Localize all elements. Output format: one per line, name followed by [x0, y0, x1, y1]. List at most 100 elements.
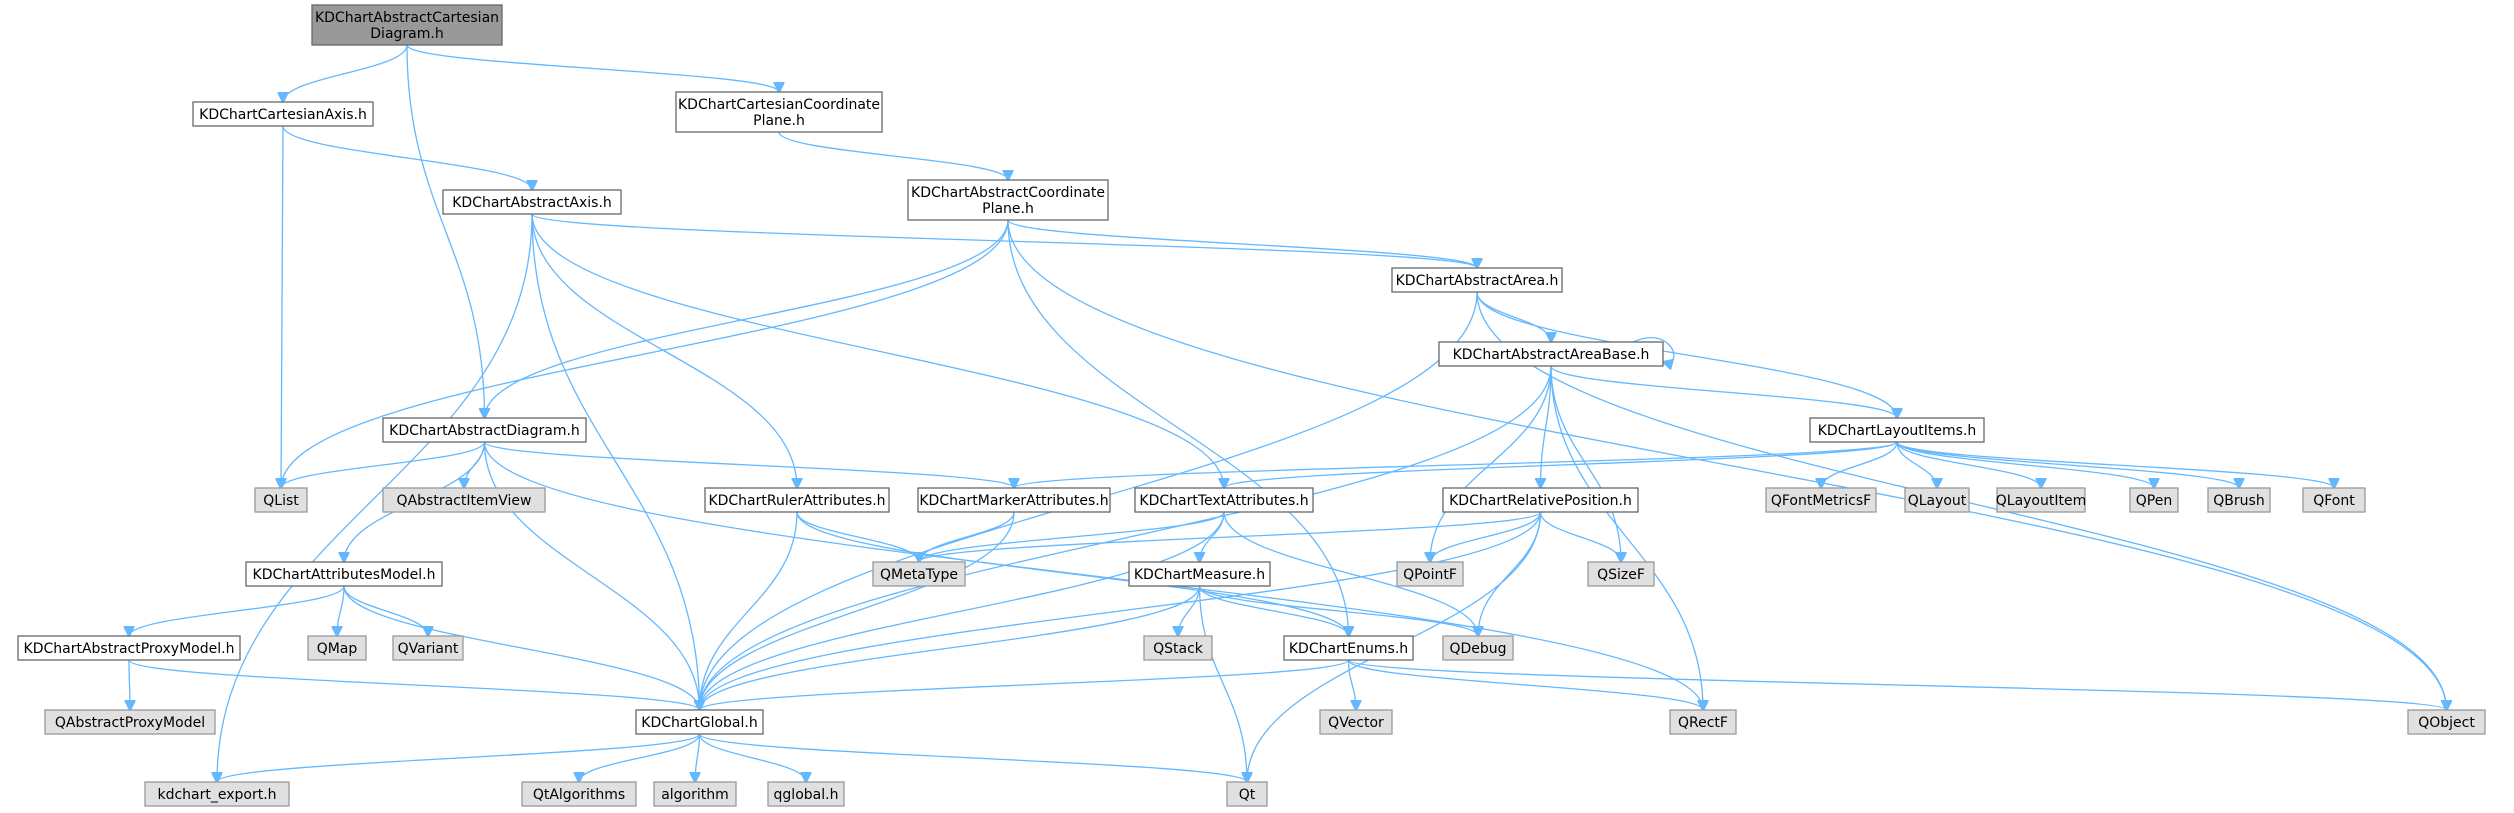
node-box — [1226, 781, 1268, 807]
node-kdcharttextattributes-h[interactable]: KDChartTextAttributes.h — [1134, 487, 1314, 513]
node-box — [907, 179, 1109, 221]
node-box — [442, 189, 622, 215]
node-algorithm: algorithm — [653, 781, 737, 807]
node-kdchartrelativeposition-h[interactable]: KDChartRelativePosition.h — [1442, 487, 1639, 513]
edge-kdchartglobal-h-to-qt — [698, 733, 1248, 782]
edge-kdchartabstractcoordinateplane-h-to-kdchartenums-h — [1007, 219, 1349, 636]
node-qlayoutitem: QLayoutItem — [1996, 487, 2086, 513]
node-label: KDChartTextAttributes.h — [1139, 493, 1308, 509]
node-kdchartlayoutitems-h[interactable]: KDChartLayoutItems.h — [1809, 417, 1985, 443]
node-kdchartenums-h[interactable]: KDChartEnums.h — [1283, 635, 1414, 661]
node-box — [311, 4, 503, 46]
node-kdchartabstractarea-h[interactable]: KDChartAbstractArea.h — [1391, 267, 1563, 293]
node-qobject: QObject — [2407, 709, 2486, 735]
node-box — [245, 561, 443, 587]
edge-kdchartabstractcartesiandiagram-h-to-kdchartcartesianaxis-h — [283, 44, 408, 102]
node-label: QStack — [1153, 641, 1204, 657]
node-box — [254, 487, 308, 513]
edge-kdchartabstractcoordinateplane-h-to-kdchartabstractarea-h — [1007, 219, 1477, 268]
node-kdchartglobal-h[interactable]: KDChartGlobal.h — [635, 709, 764, 735]
edge-kdchartabstractareabase-h-to-kdchartglobal-h — [700, 365, 1552, 710]
node-label: KDChartAbstractDiagram.h — [389, 423, 580, 439]
node-box — [1391, 267, 1563, 293]
node-label: QFontMetricsF — [1771, 493, 1871, 509]
node-label: KDChartMarkerAttributes.h — [919, 493, 1108, 509]
node-qt: Qt — [1226, 781, 1268, 807]
node-label: Plane.h — [982, 201, 1034, 217]
node-box — [917, 487, 1111, 513]
node-kdchartmeasure-h[interactable]: KDChartMeasure.h — [1128, 561, 1271, 587]
node-label: Qt — [1239, 787, 1256, 803]
edge-kdchartabstractcoordinateplane-h-to-kdchartabstractdiagram-h — [485, 219, 1009, 418]
node-qtalgorithms: QtAlgorithms — [521, 781, 637, 807]
node-label: QtAlgorithms — [533, 787, 625, 803]
node-box — [1143, 635, 1213, 661]
edge-kdchartabstractareabase-h-to-kdchartrelativeposition-h — [1541, 365, 1552, 488]
node-label: KDChartMeasure.h — [1134, 567, 1265, 583]
node-qpointf: QPointF — [1396, 561, 1464, 587]
node-box — [1442, 487, 1639, 513]
node-label: KDChartEnums.h — [1289, 641, 1408, 657]
node-kdchartabstractareabase-h[interactable]: KDChartAbstractAreaBase.h — [1438, 341, 1664, 367]
node-kdchartcartesianaxis-h[interactable]: KDChartCartesianAxis.h — [192, 101, 374, 127]
node-kdchartabstractproxymodel-h[interactable]: KDChartAbstractProxyModel.h — [17, 635, 241, 661]
node-label: Plane.h — [753, 113, 805, 129]
node-box — [1134, 487, 1314, 513]
edge-kdchartabstractcoordinateplane-h-to-qlist — [281, 219, 1009, 488]
node-qstack: QStack — [1143, 635, 1213, 661]
edge-kdchartabstractcoordinateplane-h-to-qobject — [1007, 219, 2447, 710]
graph-nodes: KDChartAbstractCartesianDiagram.hKDChart… — [17, 4, 2486, 807]
node-kdchartabstractdiagram-h[interactable]: KDChartAbstractDiagram.h — [382, 417, 587, 443]
node-box — [1283, 635, 1414, 661]
node-label: QList — [263, 493, 299, 509]
edge-kdchartrulerattributes-h-to-kdchartglobal-h — [700, 511, 798, 710]
node-box — [1809, 417, 1985, 443]
edge-kdchartlayoutitems-h-to-qbrush — [1896, 441, 2239, 488]
node-qabstractproxymodel: QAbstractProxyModel — [44, 709, 216, 735]
node-box — [1669, 709, 1737, 735]
node-kdchartrulerattributes-h[interactable]: KDChartRulerAttributes.h — [704, 487, 890, 513]
edge-kdchartlayoutitems-h-to-qlayoutitem — [1896, 441, 2041, 488]
node-label: KDChartAbstractCartesian — [315, 10, 499, 26]
edge-kdchartabstractcartesiandiagram-h-to-kdchartcartesiancoordinateplane-h — [406, 44, 779, 92]
node-label: KDChartAbstractCoordinate — [911, 185, 1105, 201]
node-qvariant: QVariant — [392, 635, 464, 661]
edge-kdchartcartesianaxis-h-to-kdchartabstractaxis-h — [282, 125, 532, 190]
edge-kdchartrelativeposition-h-to-qpointf — [1430, 511, 1542, 562]
node-label: QRectF — [1678, 715, 1728, 731]
edge-kdchartglobal-h-to-kdchart-export-h — [217, 733, 701, 782]
node-qfont: QFont — [2302, 487, 2366, 513]
edge-kdchartrelativeposition-h-to-kdchartglobal-h — [700, 511, 1542, 710]
node-kdchartabstractaxis-h[interactable]: KDChartAbstractAxis.h — [442, 189, 622, 215]
node-kdchartattributesmodel-h[interactable]: KDChartAttributesModel.h — [245, 561, 443, 587]
node-label: kdchart_export.h — [157, 787, 276, 803]
node-label: qglobal.h — [774, 787, 839, 803]
edge-kdchartlayoutitems-h-to-qfont — [1896, 441, 2334, 488]
edge-kdchartattributesmodel-h-to-kdchartabstractproxymodel-h — [129, 585, 345, 636]
node-label: QAbstractProxyModel — [55, 715, 205, 731]
node-box — [1996, 487, 2086, 513]
node-qabstractitemview: QAbstractItemView — [382, 487, 546, 513]
node-box — [675, 91, 883, 133]
edge-kdchartabstractproxymodel-h-to-kdchartglobal-h — [128, 659, 700, 710]
edge-kdchartabstractdiagram-h-to-qlist — [281, 441, 486, 488]
node-label: KDChartGlobal.h — [641, 715, 757, 731]
node-box — [17, 635, 241, 661]
node-label: QAbstractItemView — [397, 493, 532, 509]
node-label: QPen — [2136, 493, 2172, 509]
edge-kdchartcartesianaxis-h-to-qlist — [281, 125, 283, 488]
node-box — [521, 781, 637, 807]
node-box — [1765, 487, 1877, 513]
edge-kdchartenums-h-to-qobject — [1347, 659, 2447, 710]
edge-kdchartglobal-h-to-qtalgorithms — [579, 733, 701, 782]
node-label: QObject — [2418, 715, 2475, 731]
node-box — [307, 635, 367, 661]
node-kdchartmarkerattributes-h[interactable]: KDChartMarkerAttributes.h — [917, 487, 1111, 513]
node-label: QBrush — [2213, 493, 2264, 509]
edge-kdchartglobal-h-to-algorithm — [695, 733, 700, 782]
node-box — [382, 487, 546, 513]
node-label: KDChartAbstractArea.h — [1396, 273, 1559, 289]
